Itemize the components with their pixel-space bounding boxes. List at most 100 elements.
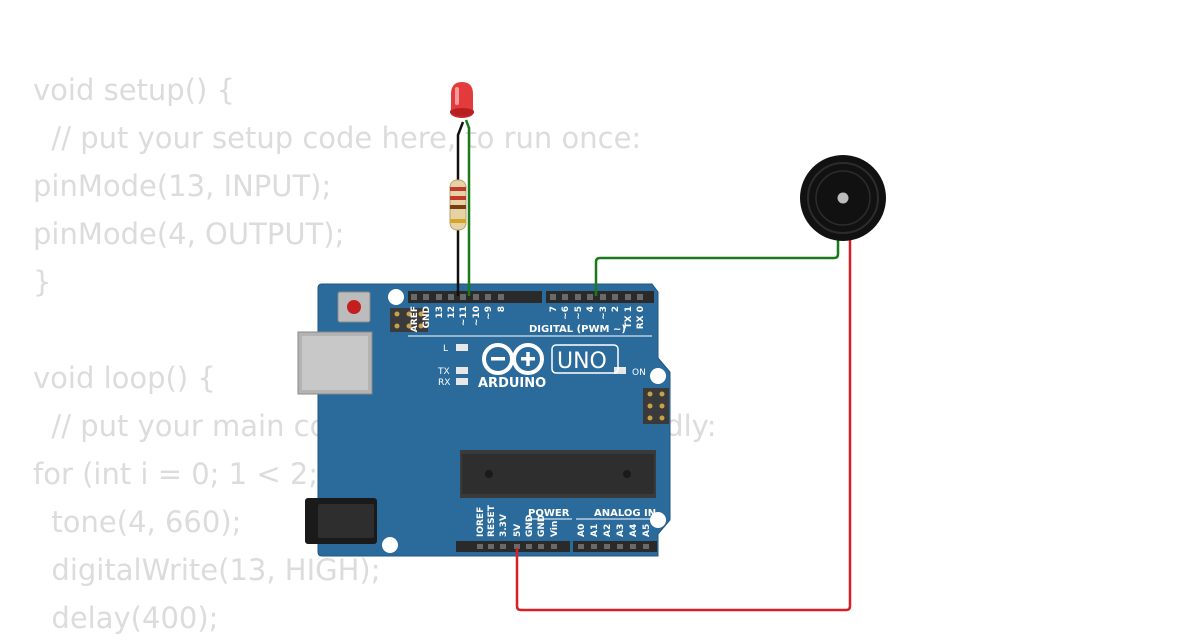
pin-label: 4 [586, 306, 596, 312]
pin-label: A1 [590, 524, 600, 537]
pin-label: ~11 [459, 306, 469, 326]
code-line: void setup() { [33, 73, 235, 107]
led-rx [456, 378, 468, 385]
pin-hole[interactable] [448, 294, 454, 300]
green-wire-pin4[interactable] [594, 236, 840, 296]
pin-hole[interactable] [562, 294, 568, 300]
mounting-hole [650, 512, 666, 528]
resistor[interactable] [449, 179, 467, 231]
pin-label: 2 [611, 306, 621, 312]
power-label: POWER [528, 508, 570, 519]
pin-hole[interactable] [411, 294, 417, 300]
pin-label: 3.3V [499, 514, 509, 537]
pin-hole[interactable] [488, 544, 494, 549]
pin-hole[interactable] [551, 544, 557, 549]
pin-hole[interactable] [600, 294, 606, 300]
led-tx [456, 367, 468, 374]
led-rx-label: RX [438, 378, 450, 388]
pin-label: A0 [577, 524, 587, 537]
pin-hole[interactable] [550, 294, 556, 300]
pin-label: ~10 [472, 306, 482, 326]
pin-label: GND [525, 515, 535, 537]
atmega-chip [460, 450, 656, 498]
pin-hole[interactable] [498, 294, 504, 300]
pin-hole[interactable] [578, 544, 584, 549]
green-wire-pin13[interactable] [464, 119, 471, 296]
model-badge [551, 344, 619, 374]
pin-hole[interactable] [604, 544, 610, 549]
pin-label: TX 1 [624, 306, 634, 328]
black-wire-gnd[interactable] [456, 121, 465, 296]
pin-hole[interactable] [436, 294, 442, 300]
pin-label: ~5 [574, 306, 584, 320]
pin-label: IOREF [476, 507, 486, 537]
pin-label: GND [422, 306, 432, 328]
pin-label: 5V [513, 524, 523, 537]
pin-hole[interactable] [625, 294, 631, 300]
pin-label: A2 [603, 524, 613, 537]
mounting-hole [650, 368, 666, 384]
model-label: UNO [557, 349, 607, 374]
code-line: void loop() { [33, 361, 216, 395]
code-line: delay(400); [33, 601, 219, 635]
brand-label: ARDUINO [478, 376, 546, 391]
pin-hole[interactable] [630, 544, 636, 549]
digital-header-label: DIGITAL (PWM ~) [529, 324, 626, 335]
pin-hole[interactable] [575, 294, 581, 300]
pin-hole[interactable] [637, 294, 643, 300]
power-header[interactable] [456, 541, 570, 552]
code-line: // put your setup code here, to run once… [33, 121, 642, 155]
pin-hole[interactable] [423, 294, 429, 300]
pin-hole[interactable] [612, 294, 618, 300]
red-led[interactable] [450, 82, 474, 118]
icsp-header-right [643, 388, 669, 424]
pin-hole[interactable] [477, 544, 483, 549]
pin-hole[interactable] [473, 294, 479, 300]
piezo-buzzer[interactable] [800, 155, 886, 241]
pin-label: A5 [642, 524, 652, 537]
pin-label: AREF [410, 306, 420, 332]
pin-hole[interactable] [538, 544, 544, 549]
pin-label: Vin [550, 521, 560, 537]
pin-hole[interactable] [526, 544, 532, 549]
pin-hole[interactable] [643, 544, 649, 549]
reset-button-cap [347, 300, 361, 314]
code-line: } [33, 265, 52, 299]
icsp-header-top [390, 308, 428, 332]
led-l-label: L [443, 344, 448, 354]
pin-label: RESET [487, 504, 497, 537]
pin-hole[interactable] [591, 544, 597, 549]
pin-hole[interactable] [587, 294, 593, 300]
pin-hole[interactable] [460, 294, 466, 300]
led-tx-label: TX [437, 367, 450, 377]
pin-hole[interactable] [514, 544, 520, 549]
code-line: digitalWrite(13, HIGH); [33, 553, 381, 587]
mounting-hole [388, 289, 404, 305]
pin-hole[interactable] [617, 544, 623, 549]
analog-header[interactable] [573, 541, 657, 552]
pin-label: 12 [447, 306, 457, 319]
pin-label: GND [537, 515, 547, 537]
red-wire-5v[interactable] [515, 236, 852, 612]
pin-label: ~3 [599, 306, 609, 320]
led-on-label: ON [632, 368, 646, 378]
code-line: pinMode(13, INPUT); [33, 169, 332, 203]
top-pin-holes [411, 294, 643, 300]
pin-hole[interactable] [485, 294, 491, 300]
led-l [456, 344, 468, 351]
usb-port-inner [302, 336, 368, 390]
arduino-infinity-logo [482, 343, 544, 375]
power-jack-inner [318, 504, 374, 538]
analog-label: ANALOG IN [594, 508, 656, 519]
pin-label: A4 [629, 524, 639, 537]
pin-label: 13 [435, 306, 445, 319]
pin-label: 8 [497, 306, 507, 312]
code-line: pinMode(4, OUTPUT); [33, 217, 345, 251]
pin-label: ~9 [484, 306, 494, 320]
code-line: tone(4, 660); [33, 505, 242, 539]
bottom-pin-holes [477, 544, 649, 549]
pin-hole[interactable] [500, 544, 506, 549]
